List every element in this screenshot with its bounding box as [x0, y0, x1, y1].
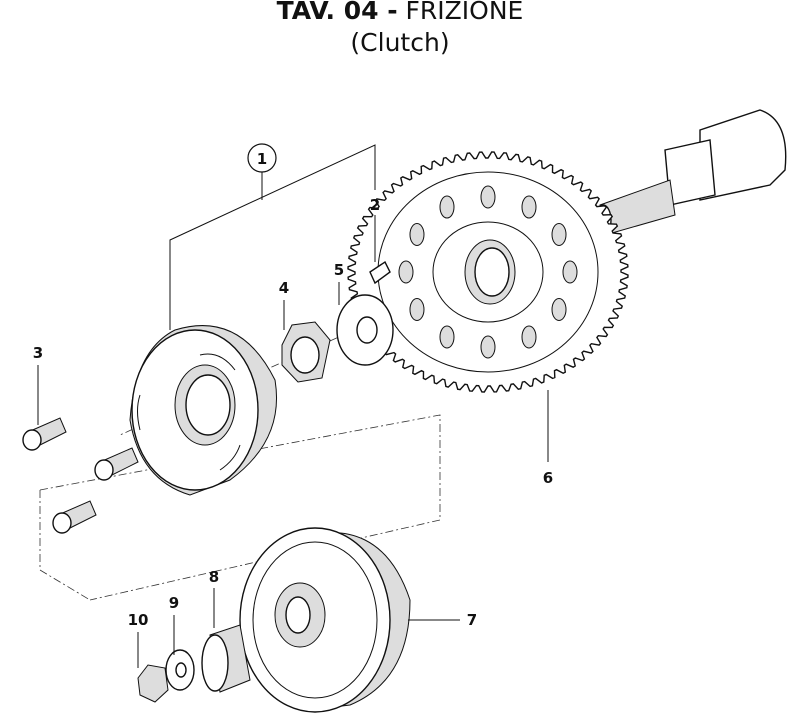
gear-hole: [480, 185, 496, 209]
washer-drawing: [336, 294, 394, 366]
crankshaft-drawing: [594, 109, 787, 236]
callout-10: 10: [128, 611, 149, 629]
callout-6: 6: [543, 469, 553, 487]
clutch-drum-drawing: [239, 527, 411, 713]
title-name: FRIZIONE: [405, 0, 524, 25]
gear-hole: [521, 195, 537, 219]
clutch-assembly-drawing: [129, 325, 278, 496]
screws-drawing: [22, 417, 139, 534]
callout-1: 1: [257, 150, 267, 168]
nut-drawing: [281, 321, 331, 383]
gear-hole: [551, 223, 567, 246]
gear-hole: [521, 325, 537, 349]
callout-9: 9: [169, 594, 179, 612]
callout-4: 4: [279, 279, 289, 297]
callout-2: 2: [370, 196, 380, 214]
pin-drawing: [369, 260, 391, 285]
gear-hole: [562, 260, 578, 284]
callout-3: 3: [33, 344, 43, 362]
gear-hole: [439, 195, 455, 219]
gear-wheel-drawing: [347, 151, 629, 393]
gear-hole: [551, 298, 567, 321]
callout-circle: [247, 143, 277, 173]
gear-hole: [439, 325, 455, 349]
gear-hole: [398, 260, 414, 284]
page-subtitle: (Clutch): [350, 28, 450, 57]
page-title: TAV. 04 - FRIZIONE: [0, 0, 800, 26]
callout-5: 5: [334, 261, 344, 279]
needle-bearing-drawing: [201, 624, 251, 693]
washer-small-drawing: [165, 649, 195, 691]
gear-hole: [409, 223, 425, 246]
title-code: TAV. 04 -: [276, 0, 398, 25]
gear-hole: [480, 335, 496, 359]
callout-8: 8: [209, 568, 219, 586]
nut-small-drawing: [137, 664, 169, 703]
gear-hole: [409, 298, 425, 321]
callout-7: 7: [467, 611, 477, 629]
